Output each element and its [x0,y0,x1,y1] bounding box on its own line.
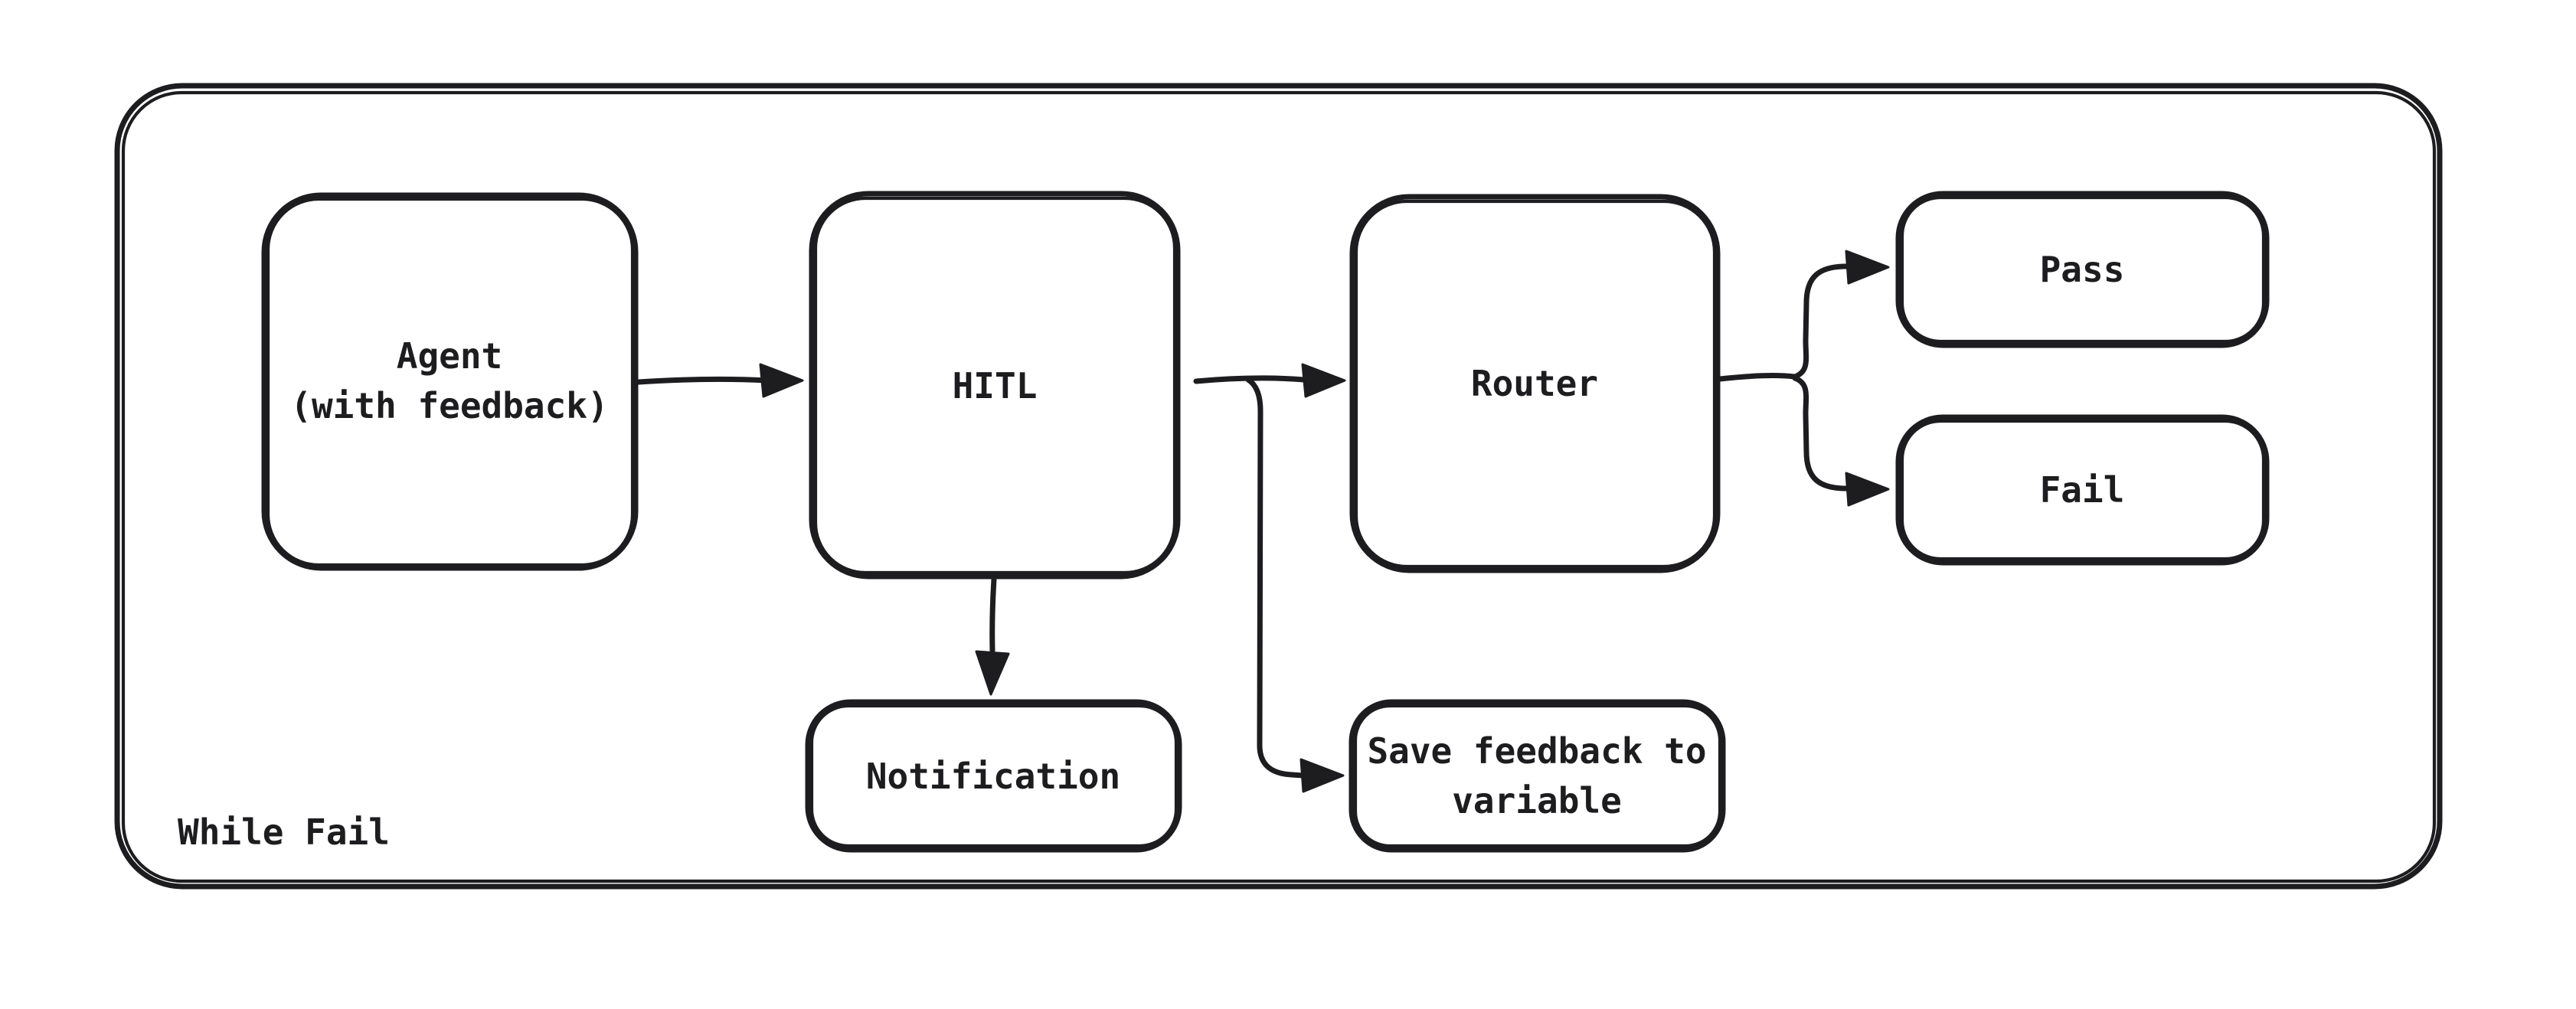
node-agent-box-echo [266,197,635,567]
node-agent-label-line1: Agent [397,335,502,377]
arrow-agent-to-hitl-shaft [636,376,770,385]
router-fork-stem [1717,373,1797,382]
arrow-router-to-fail-head [1845,472,1890,507]
node-notification-label: Notification [866,756,1120,797]
node-agent-box [261,192,639,571]
node-save-feedback-box [1348,699,1726,853]
node-pass: Pass [1895,191,2270,348]
node-hitl-label: HITL [953,365,1038,407]
arrow-router-to-fail-shaft [1792,375,1852,491]
node-save-feedback-label-line1: Save feedback to [1367,730,1706,772]
node-notification: Notification [805,699,1182,853]
node-hitl-box [809,191,1181,580]
node-save-feedback-label-line2: variable [1452,780,1622,821]
diagram-fill-layer: While Fail Agent (with feedback) HITL Ro… [114,83,2443,890]
diagram: While Fail Agent (with feedback) HITL Ro… [114,83,2443,890]
node-fail-label: Fail [2040,469,2125,511]
node-notification-box [805,699,1182,853]
arrow-router-to-pass-shaft [1792,263,1852,380]
node-pass-box [1895,191,2270,348]
arrow-hitl-to-save-feedback-head [1299,758,1345,793]
loop-container-border-echo [121,90,2437,883]
node-pass-label: Pass [2040,249,2125,290]
arrow-agent-to-hitl [636,363,804,398]
node-pass-box-echo [1900,195,2266,344]
node-notification-box-echo [809,704,1178,848]
arrow-hitl-to-router [1193,363,1346,398]
arrow-hitl-to-save-feedback [1245,377,1345,793]
arrow-hitl-to-notification [975,576,1010,696]
loop-container-border [114,83,2443,890]
arrow-hitl-to-router-head [1301,363,1346,398]
node-fail: Fail [1895,414,2270,566]
loop-label: While Fail [178,811,390,853]
arrow-router-to-pass [1792,250,1890,380]
arrow-hitl-to-notification-head [975,650,1010,696]
arrow-hitl-to-notification-shaft [989,576,997,654]
arrow-hitl-to-save-feedback-shaft [1245,377,1306,779]
node-router-label: Router [1471,363,1598,404]
node-router-box-echo [1354,199,1717,569]
arrow-agent-to-hitl-head [759,363,804,398]
node-fail-box [1895,414,2270,566]
node-hitl-box-echo [813,196,1177,575]
node-agent-label-line2: (with feedback) [290,385,608,426]
node-save-feedback-box-echo [1353,704,1722,848]
node-hitl: HITL [809,191,1181,580]
arrow-hitl-to-router-shaft [1193,375,1307,384]
node-fail-box-echo [1900,419,2266,561]
node-router: Router [1349,194,1721,573]
arrow-router-to-pass-head [1845,250,1890,285]
loop-container: While Fail [114,83,2443,890]
node-save-feedback: Save feedback to variable [1348,699,1726,853]
node-router-box [1349,194,1721,573]
arrow-router-to-fail [1792,375,1890,507]
node-agent: Agent (with feedback) [261,192,639,571]
